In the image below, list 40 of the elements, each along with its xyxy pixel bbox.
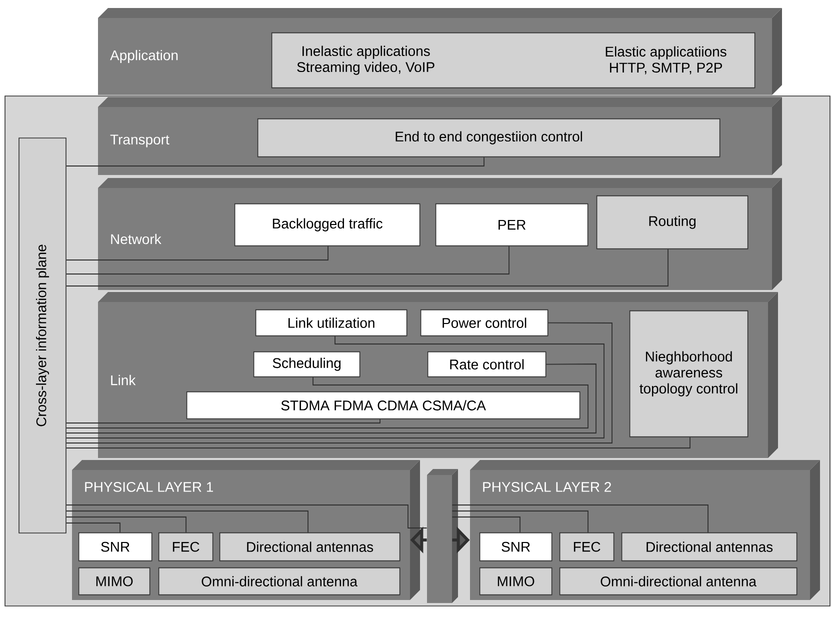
connector-bar bbox=[427, 469, 458, 603]
text-box: STDMA FDMA CDMA CSMA/CA bbox=[186, 391, 580, 420]
connector-line bbox=[66, 322, 612, 444]
text-box: Rate control bbox=[427, 351, 546, 378]
text-box: Inelastic applications Streaming video, VoIP Elastic applicatiions HTTP, SMTP, P2P bbox=[271, 32, 756, 88]
connector-line bbox=[66, 376, 588, 428]
text-box: Directional antennas bbox=[621, 532, 798, 562]
connector-line bbox=[66, 522, 120, 533]
connector-line bbox=[66, 246, 328, 260]
text-box: PER bbox=[435, 203, 588, 246]
connector-line bbox=[66, 156, 484, 166]
connector-line bbox=[66, 436, 690, 448]
text-box: SNR bbox=[78, 532, 152, 562]
connector-line bbox=[66, 364, 596, 434]
connector-line bbox=[452, 510, 588, 533]
text-box: SNR bbox=[479, 532, 552, 562]
connector-line bbox=[66, 510, 308, 533]
text-box: Scheduling bbox=[253, 351, 360, 378]
text-box: Backlogged traffic bbox=[234, 203, 420, 246]
connector-line bbox=[452, 504, 708, 533]
text-box: Omni-directional antenna bbox=[559, 567, 798, 596]
text-box: Omni-directional antenna bbox=[158, 567, 400, 596]
connector-line bbox=[66, 248, 668, 286]
connector-line bbox=[66, 516, 186, 533]
text-box: Directional antennas bbox=[219, 532, 400, 562]
connector-line bbox=[66, 246, 510, 274]
text-box: Nieghborhood awareness topology control bbox=[629, 310, 748, 438]
text-box: MIMO bbox=[78, 567, 150, 596]
text-box: Link utilization bbox=[255, 309, 408, 336]
connector-line bbox=[66, 504, 428, 528]
text-box: Routing bbox=[596, 195, 748, 250]
text-box: MIMO bbox=[479, 567, 552, 596]
connector-line bbox=[66, 418, 380, 424]
connector-line bbox=[66, 336, 604, 438]
connector-line bbox=[452, 516, 520, 533]
text-box: FEC bbox=[158, 532, 214, 562]
plane-box: Cross-layer information plane bbox=[18, 138, 66, 534]
text-box: Power control bbox=[420, 309, 548, 336]
text-box: End to end congestiion control bbox=[257, 118, 720, 158]
text-box: FEC bbox=[559, 532, 614, 562]
